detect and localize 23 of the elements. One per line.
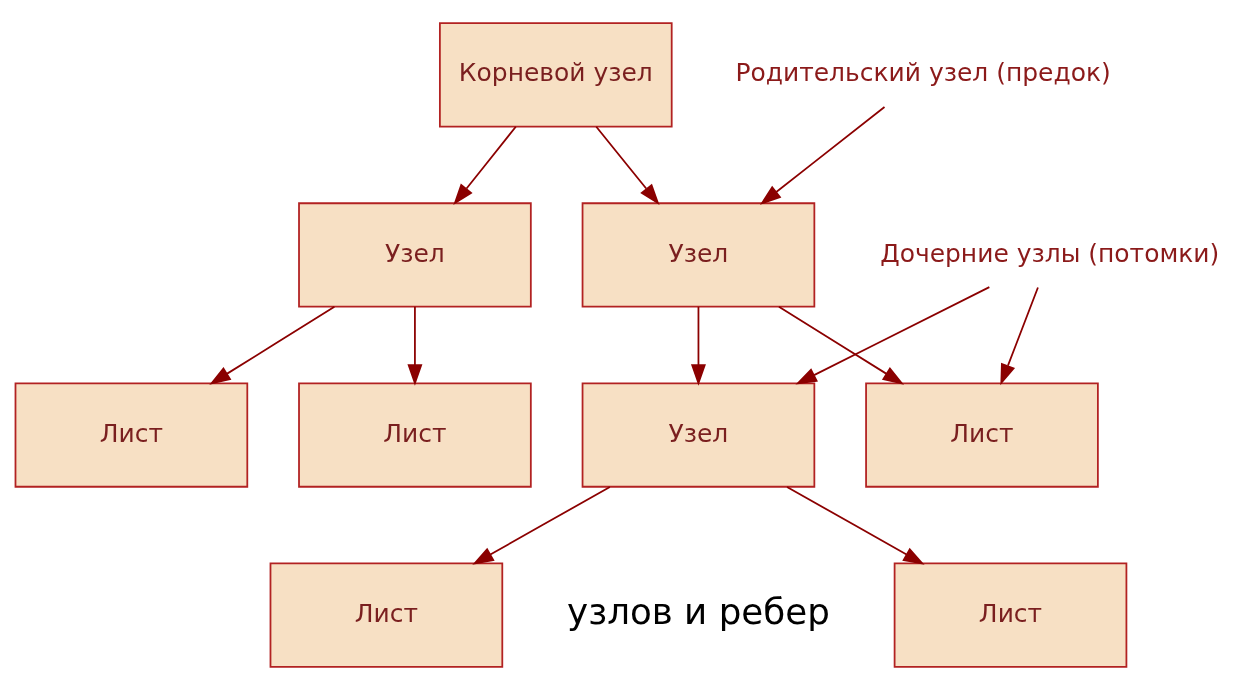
node-box: Узел — [298, 202, 532, 308]
node-box: Узел — [581, 382, 816, 488]
node-box: Лист — [298, 382, 532, 488]
arrow — [1000, 286, 1039, 386]
node-text: Родительский узел (предок) — [735, 58, 1111, 88]
arrow — [407, 305, 423, 386]
node-box: Лист — [865, 382, 1099, 488]
node-box: Лист — [893, 562, 1128, 668]
arrow — [786, 486, 925, 565]
node-box: Лист — [14, 382, 249, 488]
arrow — [690, 305, 706, 386]
arrow — [595, 125, 660, 206]
node-box: Лист — [269, 562, 504, 668]
arrow — [209, 305, 336, 385]
node-box: Корневой узел — [439, 22, 673, 128]
node-box: Узел — [581, 202, 816, 308]
arrow — [759, 106, 886, 205]
arrow — [795, 286, 991, 385]
node-text: Дочерние узлы (потомки) — [880, 238, 1220, 268]
arrow — [453, 125, 517, 206]
arrow — [472, 486, 611, 565]
arrow — [778, 305, 905, 385]
label: узлов и ребер — [567, 591, 830, 633]
